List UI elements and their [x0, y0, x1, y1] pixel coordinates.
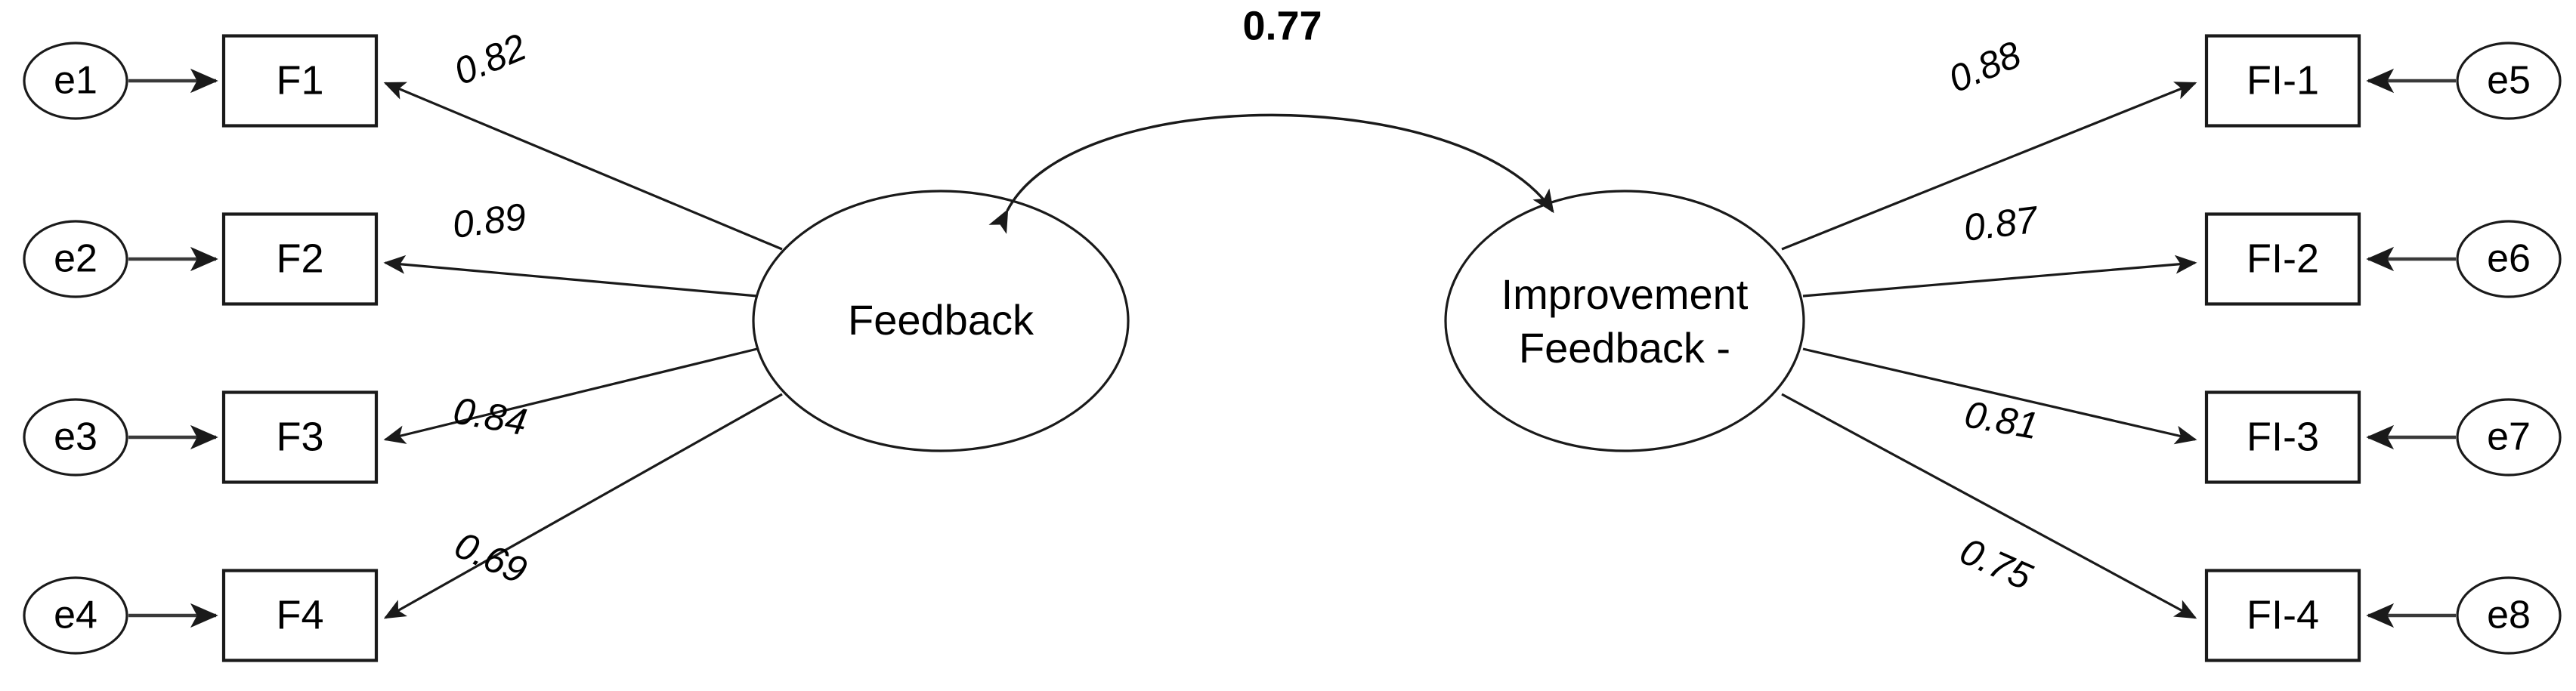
indicator-label-f4: F4: [276, 592, 323, 637]
loading-arrow-fi-fi4: [1781, 393, 2197, 619]
error-label-e7: e7: [2487, 415, 2531, 459]
error-label-e6: e6: [2487, 237, 2531, 281]
error-label-e2: e2: [54, 237, 97, 281]
indicator-label-f1: F1: [276, 57, 323, 103]
indicator-box-fi1[interactable]: [2204, 34, 2361, 128]
latent-ellipse-feedback-improvement[interactable]: [1444, 190, 1805, 452]
loading-label-fi2: 0.87: [1962, 198, 2042, 249]
error-ellipse-e1[interactable]: [23, 42, 128, 120]
indicator-label-fi1: FI-1: [2247, 57, 2319, 103]
indicator-node-f3[interactable]: F3: [221, 390, 379, 484]
indicator-node-fi3[interactable]: FI-3: [2204, 390, 2361, 484]
error-ellipse-e5[interactable]: [2456, 42, 2562, 120]
covariance-label: 0.77: [1242, 3, 1322, 48]
error-node-e2[interactable]: e2: [23, 220, 128, 298]
error-label-e8: e8: [2487, 594, 2531, 637]
indicator-label-f3: F3: [276, 414, 323, 459]
right-error-nodes: e5 e6 e7 e8: [2456, 42, 2562, 655]
error-node-e1[interactable]: e1: [23, 42, 128, 120]
left-error-to-indicator-arrows: [128, 68, 218, 628]
loading-arrow-feedback-f4: [383, 393, 783, 619]
right-error-to-indicator-arrows: [2366, 68, 2456, 628]
latent-label-feedback: Feedback: [848, 296, 1034, 344]
error-ellipse-e8[interactable]: [2456, 576, 2562, 655]
error-node-e7[interactable]: e7: [2456, 398, 2562, 477]
loading-label-fi1: 0.88: [1943, 33, 2027, 101]
loading-label-f3: 0.84: [450, 389, 530, 443]
left-indicator-boxes: F1 F2 F3 F4: [221, 34, 379, 662]
indicator-node-f4[interactable]: F4: [221, 569, 379, 662]
latent-factor-feedback-improvement[interactable]: Improvement Feedback -: [1444, 190, 1805, 452]
error-node-e6[interactable]: e6: [2456, 220, 2562, 298]
error-ellipse-e4[interactable]: [23, 576, 128, 655]
error-ellipse-e2[interactable]: [23, 220, 128, 298]
indicator-label-f2: F2: [276, 236, 323, 281]
error-label-e1: e1: [54, 59, 97, 103]
error-node-e8[interactable]: e8: [2456, 576, 2562, 655]
error-node-e3[interactable]: e3: [23, 398, 128, 477]
indicator-node-fi2[interactable]: FI-2: [2204, 212, 2361, 306]
covariance-path: 0.77: [988, 3, 1554, 234]
loading-arrow-fi-fi1: [1781, 82, 2197, 251]
latent-ellipse-feedback[interactable]: [752, 190, 1130, 452]
error-node-e4[interactable]: e4: [23, 576, 128, 655]
error-node-e5[interactable]: e5: [2456, 42, 2562, 120]
left-error-nodes: e1 e2 e3 e4: [23, 42, 128, 655]
error-label-e5: e5: [2487, 59, 2531, 103]
loading-arrow-fi-fi2: [1802, 254, 2197, 298]
loading-label-f4: 0.69: [449, 523, 533, 592]
loading-arrow-feedback-f3: [383, 347, 758, 444]
indicator-box-fi4[interactable]: [2204, 569, 2361, 662]
indicator-node-fi1[interactable]: FI-1: [2204, 34, 2361, 128]
right-loading-labels: 0.88 0.87 0.81 0.75: [1943, 33, 2042, 598]
indicator-label-fi4: FI-4: [2247, 592, 2319, 637]
indicator-box-f4[interactable]: [221, 569, 379, 662]
indicator-box-fi3[interactable]: [2204, 390, 2361, 484]
indicator-box-fi2[interactable]: [2204, 212, 2361, 306]
indicator-label-fi2: FI-2: [2247, 236, 2319, 281]
error-ellipse-e7[interactable]: [2456, 398, 2562, 477]
indicator-box-f1[interactable]: [221, 34, 379, 128]
indicator-box-f3[interactable]: [221, 390, 379, 484]
loading-label-fi4: 0.75: [1954, 529, 2039, 598]
loading-arrow-feedback-f1: [383, 82, 783, 251]
error-label-e4: e4: [54, 594, 97, 637]
covariance-arc-feedback-improvement[interactable]: [988, 113, 1554, 234]
right-loading-arrows: [1781, 82, 2197, 619]
indicator-node-fi4[interactable]: FI-4: [2204, 569, 2361, 662]
left-loading-labels: 0.82 0.89 0.84 0.69: [448, 26, 533, 592]
loading-label-f1: 0.82: [448, 26, 533, 94]
indicator-box-f2[interactable]: [221, 212, 379, 306]
error-label-e3: e3: [54, 415, 97, 459]
right-indicator-boxes: FI-1 FI-2 FI-3 FI-4: [2204, 34, 2361, 662]
latent-factor-feedback[interactable]: Feedback: [752, 190, 1130, 452]
indicator-node-f2[interactable]: F2: [221, 212, 379, 306]
indicator-node-f1[interactable]: F1: [221, 34, 379, 128]
loading-label-f2: 0.89: [450, 196, 528, 246]
error-ellipse-e6[interactable]: [2456, 220, 2562, 298]
loading-arrow-fi-fi3: [1802, 347, 2197, 445]
latent-label-feedback-improvement-line2: Feedback -: [1519, 324, 1730, 372]
indicator-label-fi3: FI-3: [2247, 414, 2319, 459]
left-loading-arrows: [383, 82, 783, 619]
loading-arrow-feedback-f2: [383, 254, 758, 298]
error-ellipse-e3[interactable]: [23, 398, 128, 477]
latent-label-feedback-improvement-line1: Improvement: [1501, 270, 1749, 318]
